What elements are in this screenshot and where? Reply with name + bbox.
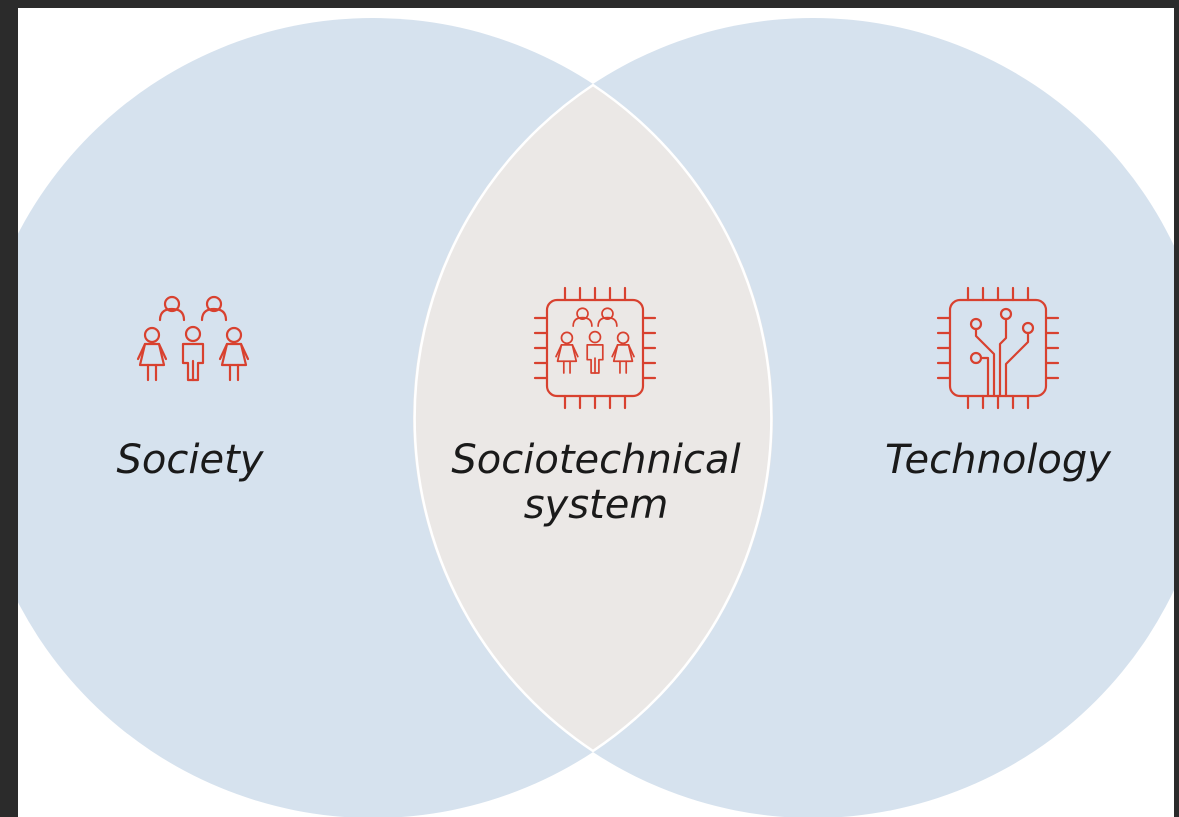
sociotechnical-label-line2: system	[524, 482, 669, 528]
sociotechnical-label-line1: Sociotechnical	[451, 437, 740, 483]
overlap-outline	[413, 83, 773, 753]
society-label: Society	[117, 437, 265, 483]
people-on-chip-icon	[533, 286, 657, 410]
venn-diagram: Society Sociotechnical system Technology	[18, 18, 1174, 817]
circuit-chip-icon	[936, 286, 1060, 410]
overlap-region	[413, 18, 773, 817]
diagram-frame: Society Sociotechnical system Technology	[18, 8, 1174, 817]
technology-label: Technology	[885, 437, 1112, 483]
